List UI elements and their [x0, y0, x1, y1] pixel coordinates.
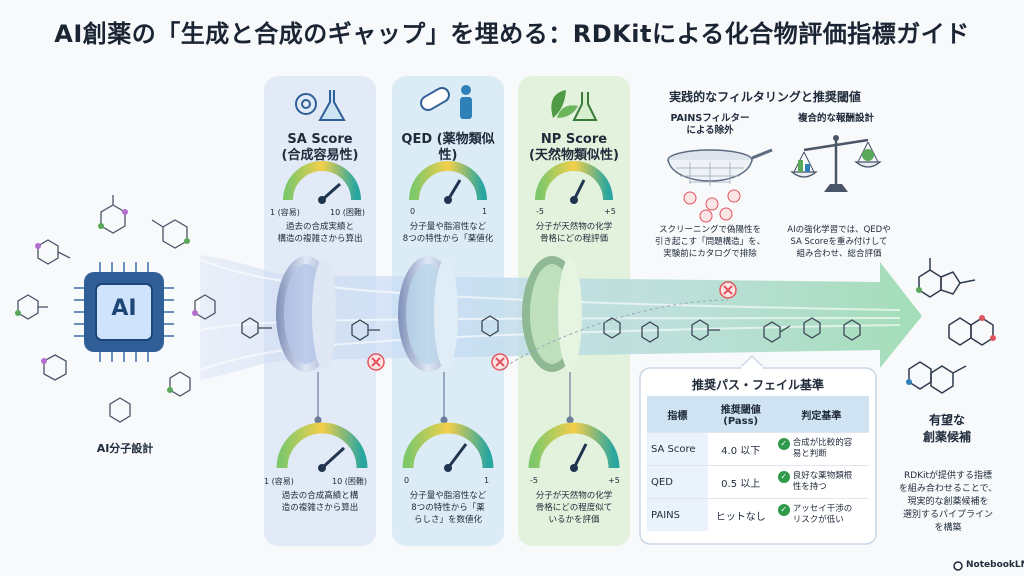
np-description: 分子が天然物の化学 骨格にどの程評価	[535, 222, 613, 244]
ai-design-caption: AI分子設計	[96, 442, 154, 455]
qed-subtitle: 性)	[438, 148, 458, 163]
qed-tick-max-2: 1	[484, 476, 490, 485]
criteria-header-judge: 判定基準	[773, 396, 869, 433]
np-description-2: 分子が天然物の化学 骨格にどの程度似て いるかを評価	[535, 491, 613, 525]
candidate-molecules-icon	[908, 258, 994, 394]
np-score-subtitle: (天然物類似性)	[529, 148, 619, 163]
np-gauge-bottom	[528, 422, 620, 472]
qed-gauge-top	[409, 161, 487, 204]
qed-description-2: 分子量や脂溶性など 8つの特性から「薬 らしさ」を数値化	[409, 491, 487, 525]
pill-person-icon	[420, 85, 472, 119]
candidates-label: 有望な 創薬候補	[922, 413, 971, 444]
np-tick-min: -5	[536, 207, 544, 216]
notebooklm-logo-icon	[953, 561, 963, 571]
sa-gauge-top	[283, 161, 361, 204]
pains-description: スクリーニングで偽陽性を 引き起こす「問題構造」を、 実験前にカタログで排除	[654, 225, 766, 259]
flow-molecules-icon	[241, 315, 861, 343]
sa-gauge-bottom	[276, 422, 368, 472]
table-row: SA Score 4.0 以下 ✓合成が比較的容易と判断	[647, 432, 869, 466]
qed-filter-ring	[398, 256, 458, 372]
sa-tick-min: 1 (容易)	[270, 208, 300, 217]
np-tick-max-2: +5	[608, 476, 620, 485]
pass-check-icon: ✓	[777, 504, 790, 516]
np-tick-max: +5	[604, 207, 616, 216]
leaf-flask-icon	[551, 90, 598, 121]
input-molecules-icon	[17, 195, 216, 423]
criteria-heading: 推奨パス・フェイル基準	[691, 378, 824, 392]
practical-heading: 実践的なフィルタリングと推奨閾値	[669, 90, 861, 104]
balance-scale-icon	[790, 135, 882, 192]
sa-tick-max: 10 (困難)	[330, 208, 365, 217]
sa-tick-min-2: 1 (容易)	[264, 477, 294, 486]
table-row: QED 0.5 以上 ✓良好な薬物類根性を持つ	[647, 465, 869, 499]
sa-description: 過去の合成実績と 構造の複雑さから算出	[277, 222, 363, 244]
reward-description: AIの強化学習では、QEDや SA Scoreを重み付けして 組み合わせ、総合評…	[787, 225, 891, 259]
summary-text: RDKitが提供する指標 を組み合わせることで、 現実的な創薬候補を 選別するパ…	[898, 471, 998, 533]
sieve-icon	[667, 148, 773, 223]
np-tick-min-2: -5	[530, 476, 538, 485]
np-gauge-top	[535, 161, 613, 204]
pass-check-icon: ✓	[777, 438, 790, 450]
reward-title: 複合的な報酬設計	[797, 113, 874, 124]
fail-marker-icon	[367, 281, 737, 371]
ai-chip-icon	[74, 262, 174, 362]
footer-brand: NotebookLM	[966, 560, 1024, 570]
pains-title: PAINSフィルター による除外	[670, 113, 750, 136]
qed-tick-min: 0	[410, 207, 416, 216]
qed-gauge-bottom	[402, 422, 494, 472]
sa-filter-ring	[276, 256, 336, 372]
np-filter-ring	[522, 256, 582, 372]
ai-chip-label: AI	[111, 296, 137, 321]
page-title: AI創薬の「生成と合成のギャップ」を埋める：RDKitによる化合物評価指標ガイド	[54, 20, 970, 48]
sa-description-2: 過去の合成高績と構 造の複雑さから算出	[281, 491, 359, 513]
table-row: PAINS ヒットなし ✓アッセイ干渉のリスクが低い	[647, 498, 869, 531]
qed-tick-min-2: 0	[404, 476, 410, 485]
criteria-table-wrap: 指標 推奨閾値 (Pass) 判定基準 SA Score 4.0 以下 ✓合成が…	[647, 396, 869, 531]
gear-flask-icon	[295, 90, 346, 121]
sa-tick-max-2: 10 (困難)	[332, 477, 367, 486]
sa-score-title: SA Score	[287, 132, 353, 147]
stream-lines	[199, 259, 901, 371]
np-score-title: NP Score	[540, 132, 608, 147]
sa-score-subtitle: (合成容易性)	[281, 148, 359, 163]
qed-title: QED (薬物類似	[401, 132, 495, 147]
criteria-header-threshold: 推奨閾値 (Pass)	[707, 396, 774, 433]
qed-description: 分子量や脂溶性など 8つの特性から「薬値化	[402, 222, 494, 244]
criteria-header-metric: 指標	[647, 396, 708, 433]
criteria-table: 指標 推奨閾値 (Pass) 判定基準 SA Score 4.0 以下 ✓合成が…	[647, 396, 869, 531]
qed-tick-max: 1	[482, 207, 488, 216]
pass-check-icon: ✓	[777, 471, 790, 483]
